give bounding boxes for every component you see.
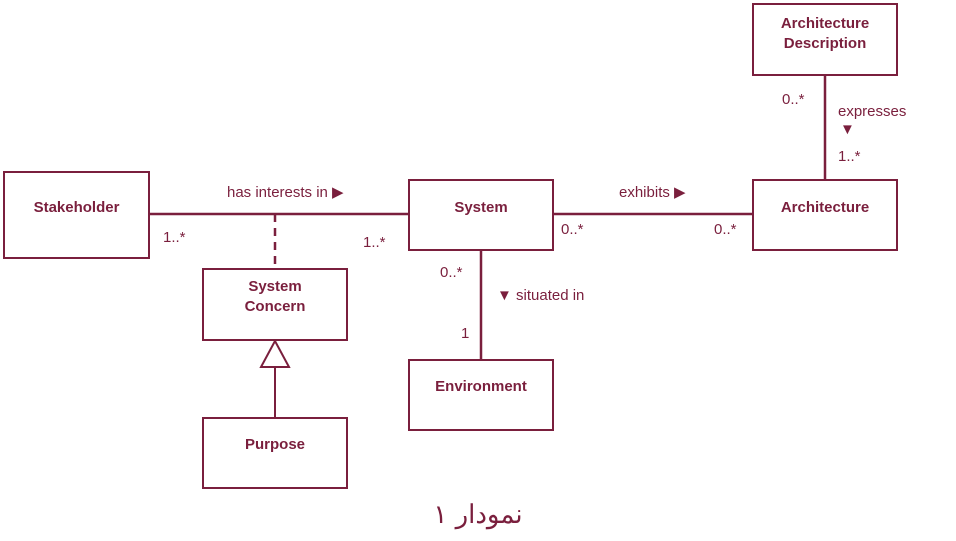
multiplicity-environment-top: 1 xyxy=(461,325,470,342)
architecture-box: Architecture xyxy=(752,179,898,251)
system-concern-label-2: Concern xyxy=(244,298,306,315)
multiplicity-system-left: 1..* xyxy=(363,234,386,251)
system-box: System xyxy=(408,179,554,251)
environment-box: Environment xyxy=(408,359,554,431)
figure-caption: نمودار ۱ xyxy=(433,500,523,530)
architecture-label: Architecture xyxy=(780,199,870,216)
architecture-description-box: Architecture Description xyxy=(752,3,898,76)
purpose-label: Purpose xyxy=(244,436,305,453)
expresses-arrow: ▼ xyxy=(840,121,855,138)
generalization-triangle xyxy=(259,338,291,368)
purpose-box: Purpose xyxy=(202,417,348,489)
exhibits-label: exhibits ▶ xyxy=(619,184,686,201)
system-concern-label-1: System xyxy=(248,278,302,295)
multiplicity-system-bottom: 0..* xyxy=(440,264,463,281)
architecture-description-label-2: Description xyxy=(783,35,867,52)
stakeholder-label: Stakeholder xyxy=(33,199,120,216)
multiplicity-system-right: 0..* xyxy=(561,221,584,238)
multiplicity-stakeholder: 1..* xyxy=(163,229,186,246)
system-label: System xyxy=(454,199,508,216)
stakeholder-box: Stakeholder xyxy=(3,171,150,259)
situated-in-label: ▼ situated in xyxy=(497,287,585,304)
multiplicity-architecture-left: 0..* xyxy=(714,221,737,238)
multiplicity-archdesc-bottom: 0..* xyxy=(782,91,805,108)
expresses-label: expresses xyxy=(838,103,907,120)
system-concern-box: System Concern xyxy=(202,268,348,341)
multiplicity-architecture-top: 1..* xyxy=(838,148,861,165)
has-interests-in-label: has interests in ▶ xyxy=(227,184,344,201)
architecture-description-label-1: Architecture xyxy=(780,15,870,32)
environment-label: Environment xyxy=(435,378,527,395)
